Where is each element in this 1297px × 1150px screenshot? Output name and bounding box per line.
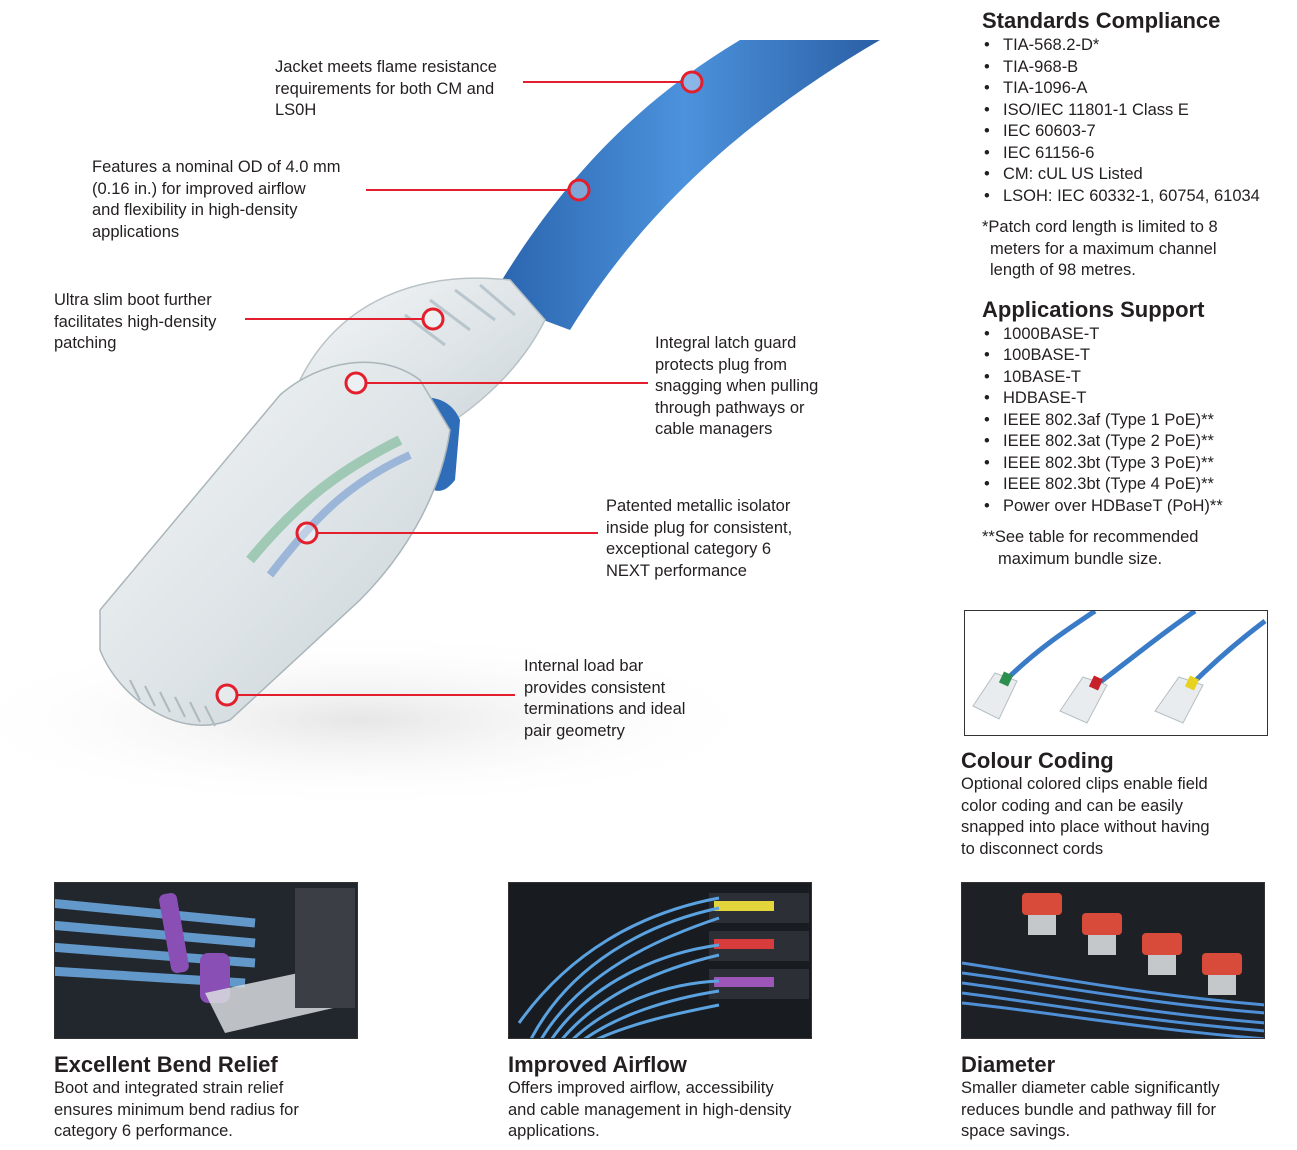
list-item: LSOH: IEC 60332-1, 60754, 61034 bbox=[982, 186, 1282, 208]
list-item: TIA-568.2-D* bbox=[982, 35, 1282, 57]
callout-latch: Integral latch guard protects plug from … bbox=[655, 334, 819, 438]
list-item: TIA-968-B bbox=[982, 57, 1282, 79]
airflow-description: Offers improved airflow, accessibility a… bbox=[508, 1079, 792, 1140]
callout-marker-jacket bbox=[680, 70, 704, 94]
list-item: 1000BASE-T bbox=[982, 324, 1282, 346]
colour-coding-feature: Colour Coding Optional colored clips ena… bbox=[961, 748, 1281, 860]
callout-marker-latch bbox=[344, 371, 368, 395]
applications-list: 1000BASE-T 100BASE-T 10BASE-T HDBASE-T I… bbox=[982, 324, 1282, 518]
list-item: IEEE 802.3af (Type 1 PoE)** bbox=[982, 410, 1282, 432]
colour-coding-photo bbox=[964, 610, 1268, 736]
standards-list: TIA-568.2-D* TIA-968-B TIA-1096-A ISO/IE… bbox=[982, 35, 1282, 207]
colour-coding-title: Colour Coding bbox=[961, 748, 1114, 773]
patch-cord-plug-image bbox=[0, 40, 880, 810]
list-item: IEC 60603-7 bbox=[982, 121, 1282, 143]
diameter-photo bbox=[961, 882, 1265, 1039]
spec-column: Standards Compliance TIA-568.2-D* TIA-96… bbox=[982, 8, 1282, 570]
airflow-title: Improved Airflow bbox=[508, 1052, 687, 1077]
callout-loadbar: Internal load bar provides consistent te… bbox=[524, 657, 686, 740]
standards-note: *Patch cord length is limited to 8 meter… bbox=[982, 218, 1218, 279]
applications-title: Applications Support bbox=[982, 296, 1205, 322]
list-item: CM: cUL US Listed bbox=[982, 164, 1282, 186]
diameter-feature: Diameter Smaller diameter cable signific… bbox=[961, 1052, 1281, 1143]
callout-marker-od bbox=[567, 178, 591, 202]
list-item: IEEE 802.3at (Type 2 PoE)** bbox=[982, 431, 1282, 453]
callout-jacket: Jacket meets flame resistance requiremen… bbox=[275, 58, 497, 119]
diameter-description: Smaller diameter cable significantly red… bbox=[961, 1079, 1220, 1140]
list-item: HDBASE-T bbox=[982, 388, 1282, 410]
diameter-title: Diameter bbox=[961, 1052, 1056, 1077]
bend-relief-title: Excellent Bend Relief bbox=[54, 1052, 278, 1077]
airflow-feature: Improved Airflow Offers improved airflow… bbox=[508, 1052, 828, 1143]
colour-coding-description: Optional colored clips enable field colo… bbox=[961, 775, 1210, 858]
list-item: 100BASE-T bbox=[982, 345, 1282, 367]
applications-note: **See table for recommended maximum bund… bbox=[982, 528, 1199, 568]
callout-od: Features a nominal OD of 4.0 mm (0.16 in… bbox=[92, 158, 341, 241]
callout-marker-loadbar bbox=[215, 683, 239, 707]
list-item: IEEE 802.3bt (Type 3 PoE)** bbox=[982, 453, 1282, 475]
callout-boot: Ultra slim boot further facilitates high… bbox=[54, 291, 217, 352]
standards-title: Standards Compliance bbox=[982, 8, 1221, 33]
list-item: IEEE 802.3bt (Type 4 PoE)** bbox=[982, 474, 1282, 496]
list-item: 10BASE-T bbox=[982, 367, 1282, 389]
list-item: TIA-1096-A bbox=[982, 78, 1282, 100]
bend-relief-description: Boot and integrated strain relief ensure… bbox=[54, 1079, 299, 1140]
list-item: ISO/IEC 11801-1 Class E bbox=[982, 100, 1282, 122]
airflow-photo bbox=[508, 882, 812, 1039]
callout-isolator: Patented metallic isolator inside plug f… bbox=[606, 497, 793, 580]
hero-illustration: Jacket meets flame resistance requiremen… bbox=[0, 40, 880, 810]
list-item: Power over HDBaseT (PoH)** bbox=[982, 496, 1282, 518]
bend-relief-feature: Excellent Bend Relief Boot and integrate… bbox=[54, 1052, 374, 1143]
bend-relief-photo bbox=[54, 882, 358, 1039]
callout-marker-isolator bbox=[295, 521, 319, 545]
callout-marker-boot bbox=[421, 307, 445, 331]
list-item: IEC 61156-6 bbox=[982, 143, 1282, 165]
